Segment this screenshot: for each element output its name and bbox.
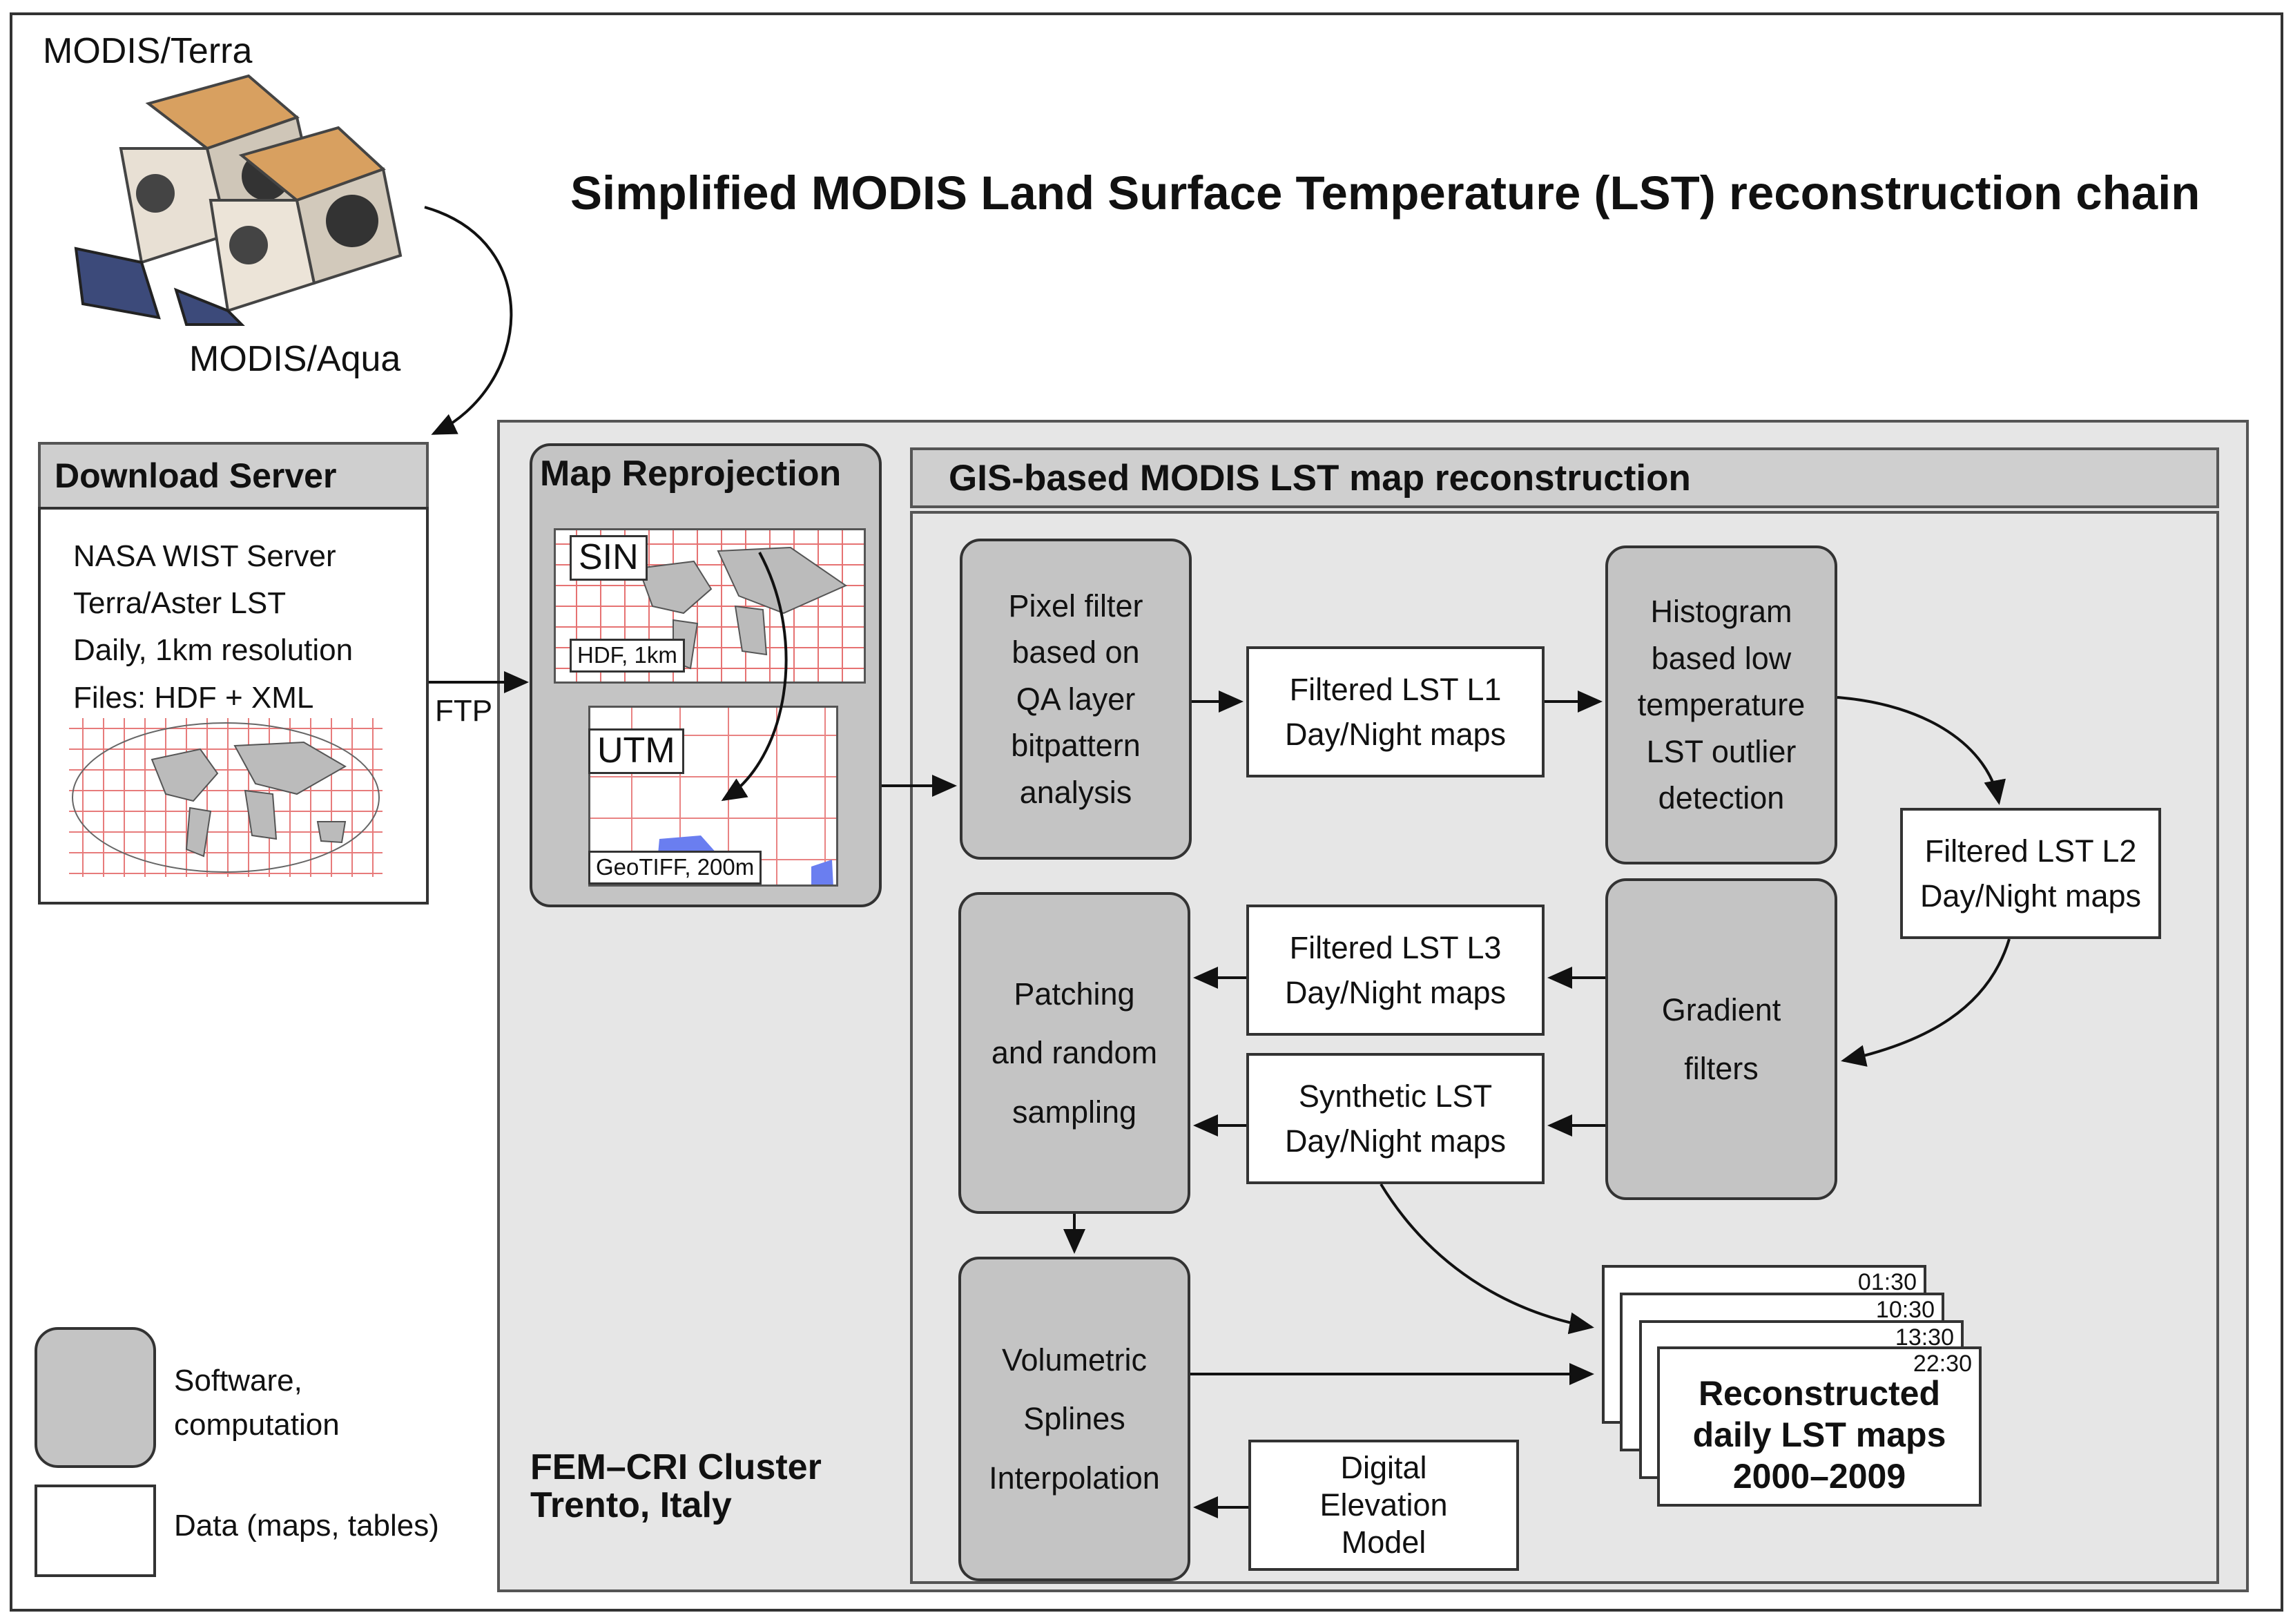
cluster-label: FEM–CRI Cluster Trento, Italy: [530, 1449, 822, 1524]
download-server-info: NASA WIST Server Terra/Aster LST Daily, …: [73, 533, 353, 722]
dem-line: Model: [1341, 1525, 1426, 1560]
dem-line: Elevation: [1319, 1487, 1448, 1522]
histogram-line: Histogram: [1650, 594, 1792, 630]
server-line: Files: HDF + XML: [73, 680, 314, 715]
patching-sampling-box: Patching and random sampling: [958, 892, 1190, 1214]
aqua-label: MODIS/Aqua: [189, 339, 401, 379]
utm-caption: GeoTIFF, 200m: [588, 851, 762, 884]
cluster-location: Trento, Italy: [530, 1485, 732, 1525]
filtered-l2-line: Day/Night maps: [1919, 878, 2142, 914]
diagram-title: Simplified MODIS Land Surface Temperatur…: [570, 166, 2200, 220]
patching-line: Patching: [1014, 976, 1135, 1012]
time-label: 01:30: [1857, 1269, 1917, 1295]
terra-label: MODIS/Terra: [43, 31, 253, 71]
outer-frame: [10, 12, 2283, 1612]
legend-software-swatch: [35, 1327, 156, 1468]
server-line: NASA WIST Server: [73, 539, 336, 573]
time-label: 10:30: [1875, 1297, 1935, 1323]
legend-data-label: Data (maps, tables): [174, 1509, 439, 1543]
utm-label: UTM: [588, 728, 684, 774]
gradient-line: Gradient: [1661, 992, 1781, 1027]
pixel-filter-line: based on: [1012, 635, 1140, 670]
histogram-line: based low: [1651, 640, 1792, 676]
filtered-l1-line: Day/Night maps: [1284, 717, 1507, 752]
reconstructed-line: daily LST maps: [1692, 1415, 1946, 1454]
legend-software-line: computation: [174, 1407, 340, 1442]
filtered-l3-line: Day/Night maps: [1284, 975, 1507, 1010]
histogram-outlier-box: Histogram based low temperature LST outl…: [1605, 545, 1837, 864]
cluster-name: FEM–CRI Cluster: [530, 1447, 822, 1487]
pixel-filter-line: Pixel filter: [1008, 588, 1143, 624]
synthetic-lst-box: Synthetic LST Day/Night maps: [1246, 1053, 1545, 1184]
histogram-line: temperature: [1637, 687, 1806, 723]
gis-header: GIS-based MODIS LST map reconstruction: [910, 447, 2219, 508]
filtered-lst-l3-box: Filtered LST L3 Day/Night maps: [1246, 905, 1545, 1036]
filtered-l3-line: Filtered LST L3: [1289, 929, 1502, 965]
filtered-l1-line: Filtered LST L1: [1289, 671, 1502, 707]
filtered-lst-l2-box: Filtered LST L2 Day/Night maps: [1900, 808, 2161, 939]
filtered-l2-line: Filtered LST L2: [1924, 833, 2137, 869]
filtered-lst-l1-box: Filtered LST L1 Day/Night maps: [1246, 646, 1545, 777]
reconstructed-line: 2000–2009: [1732, 1457, 1906, 1496]
sin-caption: HDF, 1km: [570, 639, 685, 673]
sin-label: SIN: [570, 535, 648, 581]
volumetric-line: Interpolation: [989, 1460, 1160, 1496]
server-line: Daily, 1km resolution: [73, 633, 354, 668]
ftp-label: FTP: [435, 694, 493, 728]
map-reprojection-header: Map Reprojection: [540, 454, 842, 494]
histogram-line: LST outlier: [1646, 733, 1797, 769]
histogram-line: detection: [1658, 780, 1785, 816]
time-label: 22:30: [1913, 1351, 1972, 1377]
synthetic-line: Synthetic LST: [1298, 1078, 1493, 1114]
reconstructed-line: Reconstructed: [1698, 1374, 1941, 1413]
gradient-line: filters: [1684, 1051, 1759, 1086]
volumetric-splines-box: Volumetric Splines Interpolation: [958, 1257, 1190, 1581]
time-label: 13:30: [1895, 1324, 1954, 1351]
legend-data-swatch: [35, 1485, 156, 1577]
pixel-filter-line: QA layer: [1016, 681, 1136, 717]
synthetic-line: Day/Night maps: [1284, 1123, 1507, 1159]
patching-line: and random: [991, 1035, 1158, 1071]
legend-software-line: Software,: [174, 1364, 302, 1398]
volumetric-line: Splines: [1023, 1401, 1125, 1437]
reconstructed-maps-box: 22:30 Reconstructed daily LST maps 2000–…: [1657, 1346, 1982, 1507]
pixel-filter-box: Pixel filter based on QA layer bitpatter…: [960, 539, 1192, 860]
world-map-sin-thumbnail: [69, 718, 383, 877]
gradient-filters-box: Gradient filters: [1605, 878, 1837, 1200]
pixel-filter-line: bitpattern: [1011, 728, 1141, 764]
server-line: Terra/Aster LST: [73, 586, 287, 621]
volumetric-line: Volumetric: [1001, 1342, 1148, 1378]
download-server-header: Download Server: [38, 442, 429, 510]
pixel-filter-line: analysis: [1019, 774, 1132, 810]
dem-box: Digital Elevation Model: [1248, 1440, 1519, 1571]
legend-software-label: Software, computation: [174, 1359, 340, 1447]
dem-line: Digital: [1340, 1450, 1427, 1485]
patching-line: sampling: [1012, 1094, 1137, 1130]
